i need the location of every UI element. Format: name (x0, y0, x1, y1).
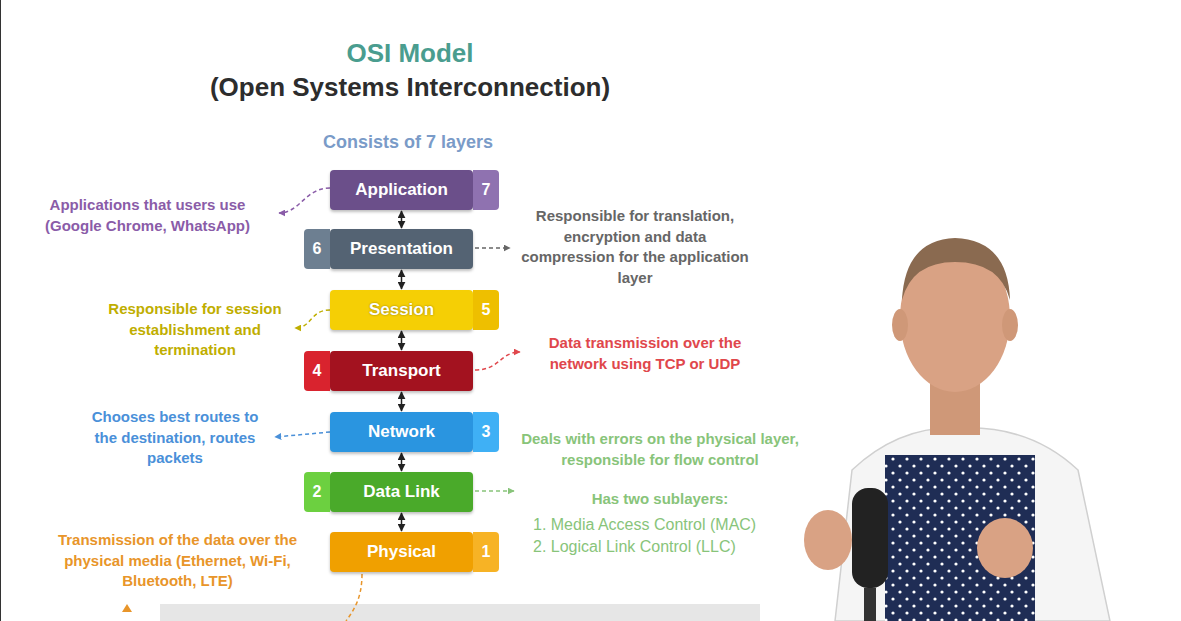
layer-name: Application (355, 180, 448, 200)
layer-number: 5 (482, 301, 491, 319)
presenter (804, 238, 1110, 621)
layer-box: Data Link 2 (304, 472, 473, 512)
layer-box: Application 7 (330, 170, 499, 210)
callout-text: Transmission of the data over the physic… (30, 530, 325, 592)
leader-line (475, 490, 514, 492)
layer-number-box: 4 (304, 351, 330, 391)
sublayer-item: 1. Media Access Control (MAC) (533, 514, 803, 536)
layer-connector (401, 453, 403, 471)
shirt-print (885, 455, 1035, 621)
layer-connector (401, 392, 403, 411)
layer-name-box: Physical (330, 532, 473, 572)
layer-box: Network 3 (330, 412, 499, 452)
layer-name-box: Data Link (330, 472, 473, 512)
ear (892, 309, 908, 341)
layer-name: Physical (367, 542, 436, 562)
microphone-stand (864, 588, 876, 621)
hair (902, 238, 1010, 300)
leader-line (275, 432, 330, 437)
arrow-tip (122, 604, 132, 612)
layer-number-box: 6 (304, 229, 330, 269)
layer-connector (401, 211, 403, 228)
layer-connector (401, 331, 403, 350)
sublayer-item: 2. Logical Link Control (LLC) (533, 536, 803, 558)
heading-note: Consists of 7 layers (258, 130, 558, 155)
layer-name-box: Transport (330, 351, 473, 391)
frame-line (0, 0, 1, 621)
leader-line (475, 352, 520, 370)
layer-number: 2 (313, 483, 322, 501)
shirt (835, 428, 1110, 621)
layer-number-box: 5 (473, 290, 499, 330)
layer-box: Transport 4 (304, 351, 473, 391)
layer-number-box: 2 (304, 472, 330, 512)
layer-name-box: Application (330, 170, 473, 210)
callout-text: Responsible for session establishment an… (100, 299, 290, 361)
ear (1002, 309, 1018, 341)
callout-text: Chooses best routes to the destination, … (80, 407, 270, 469)
layer-connector (401, 270, 403, 289)
layer-number: 4 (313, 362, 322, 380)
callout-text: Applications that users use (Google Chro… (20, 195, 275, 236)
leader-line (295, 310, 330, 328)
layer-name: Transport (362, 361, 440, 381)
layer-name: Network (368, 422, 435, 442)
callout-text: Data transmission over the network using… (525, 333, 765, 374)
layer-name: Data Link (363, 482, 440, 502)
hand (804, 510, 852, 570)
leader-line (346, 574, 362, 621)
layer-number: 6 (313, 240, 322, 258)
callout-text: Deals with errors on the physical layer,… (510, 429, 810, 470)
layer-number: 7 (482, 181, 491, 199)
leader-line (279, 188, 330, 213)
hand (977, 518, 1033, 578)
layer-box: Presentation 6 (304, 229, 473, 269)
progress-bar (160, 604, 760, 621)
layer-name-box: Network (330, 412, 473, 452)
sublayer-heading: Has two sublayers: (510, 489, 810, 510)
layer-connector (401, 513, 403, 531)
title: OSI Model (200, 36, 620, 72)
layer-number-box: 7 (473, 170, 499, 210)
layer-number: 1 (482, 543, 491, 561)
microphone (852, 488, 888, 588)
layer-number-box: 1 (473, 532, 499, 572)
callout-text: Responsible for translation, encryption … (515, 206, 755, 289)
layer-box: Physical 1 (330, 532, 499, 572)
leader-line (475, 247, 510, 249)
layer-name-box: Session (330, 290, 473, 330)
layer-number: 3 (482, 423, 491, 441)
layer-box: Session 5 (330, 290, 499, 330)
layer-name: Session (369, 300, 434, 320)
subtitle: (Open Systems Interconnection) (130, 70, 690, 106)
layer-name: Presentation (350, 239, 453, 259)
layer-name-box: Presentation (330, 229, 473, 269)
layer-number-box: 3 (473, 412, 499, 452)
